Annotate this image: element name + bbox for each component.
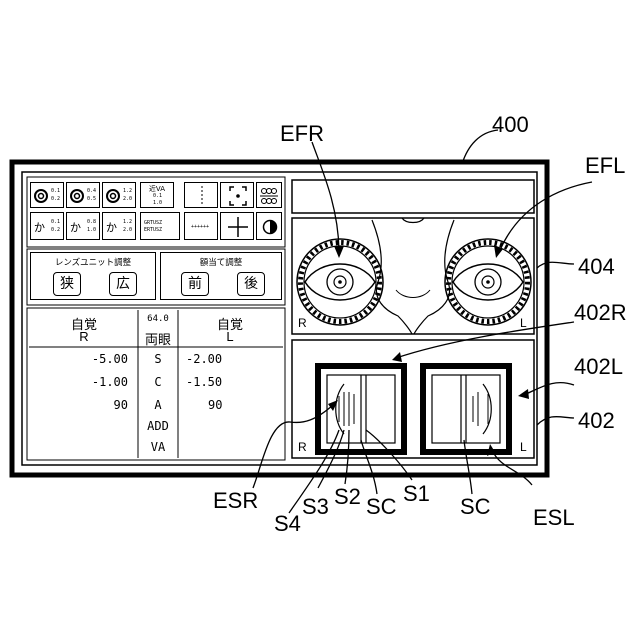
row-label: A bbox=[138, 398, 178, 412]
row-label: S bbox=[138, 352, 178, 366]
left-sphere: -2.00 bbox=[186, 352, 246, 366]
left-subheader: L bbox=[178, 329, 282, 344]
side-left-mark: L bbox=[520, 440, 527, 454]
row-label: VA bbox=[138, 440, 178, 454]
right-sphere: -5.00 bbox=[70, 352, 128, 366]
right-cylinder: -1.00 bbox=[70, 375, 128, 389]
pd-value: 64.0 bbox=[138, 314, 178, 324]
right-subheader: R bbox=[30, 329, 138, 344]
right-axis: 90 bbox=[70, 398, 128, 412]
row-label: C bbox=[138, 375, 178, 389]
row-label: ADD bbox=[138, 419, 178, 433]
side-right-mark: R bbox=[298, 440, 307, 454]
left-axis: 90 bbox=[208, 398, 248, 412]
left-cylinder: -1.50 bbox=[186, 375, 246, 389]
front-right-mark: R bbox=[298, 316, 307, 330]
front-left-mark: L bbox=[520, 316, 527, 330]
binocular-header: 両眼 bbox=[138, 329, 178, 348]
